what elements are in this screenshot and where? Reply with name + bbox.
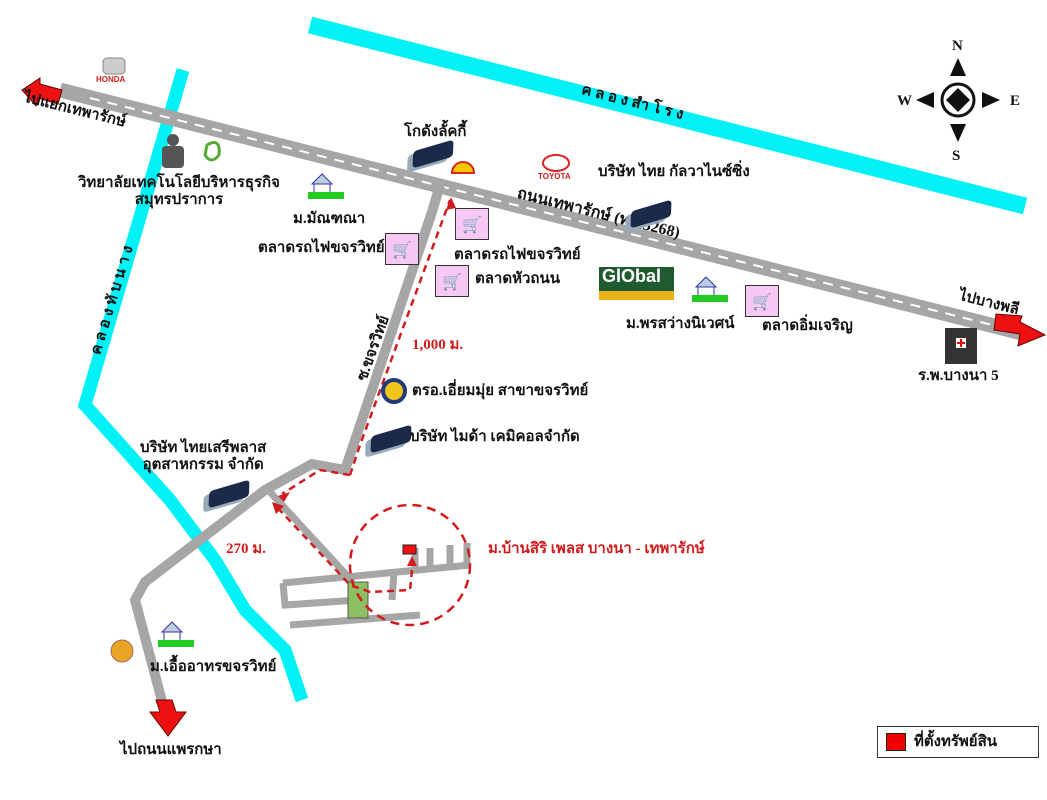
toyota-logo-icon: [542, 154, 570, 172]
market3-label: ตลาดหัวถนน: [475, 271, 560, 287]
imcharoen-label: ตลาดอิ่มเจริญ: [762, 318, 853, 334]
maida-label: บริษัท ไมด้า เคมิคอลจำกัด: [410, 429, 580, 445]
market-icon: 🛒: [385, 233, 419, 265]
honda-label: HONDA: [96, 75, 126, 84]
village-icon: [692, 273, 728, 303]
radius-circle: [348, 503, 472, 627]
global-logo-icon: [599, 267, 674, 300]
temple-icon: [110, 639, 134, 663]
market1-label: ตลาดรถไฟขจรวิทย์: [258, 240, 385, 256]
euaarthorn-label: ม.เอื้ออาทรขจรวิทย์: [150, 659, 277, 675]
legend-label: ที่ตั้งทรัพย์สิน: [914, 733, 997, 750]
village-icon: [308, 170, 344, 200]
spur-road: [267, 489, 356, 585]
police-label: ตรอ.เอี่ยมมุ่ย สาขาขจรวิทย์: [412, 383, 589, 399]
canal-samrong: [307, 16, 1028, 215]
honda-logo-icon: [102, 57, 126, 75]
market2-label: ตลาดรถไฟขจรวิทย์: [454, 247, 581, 263]
manthana-label: ม.มัณฑณา: [293, 211, 366, 227]
pornsawang-label: ม.พรสว่างนิเวศน์: [626, 316, 735, 332]
market-icon: 🛒: [745, 285, 779, 317]
graduate-icon: [162, 134, 184, 168]
galvanizing-label: บริษัท ไทย กัลวาไนซ์ซิ่ง: [598, 164, 750, 180]
property-swatch-icon: [886, 733, 906, 751]
toyota-label: TOYOTA: [538, 172, 571, 181]
arrow-east: [993, 313, 1047, 347]
project-label: ม.บ้านสิริ เพลส บางนา - เทพารักษ์: [488, 541, 705, 557]
college-label: วิทยาลัยเทคโนโลยีบริหารธุรกิจ สมุทรปรากา…: [78, 175, 280, 208]
arrow-west: [21, 77, 63, 108]
distance-270: 270 ม.: [226, 541, 266, 557]
bp-logo-icon: [203, 141, 221, 162]
distance-1000: 1,000 ม.: [412, 337, 464, 353]
police-badge-icon: [381, 378, 407, 404]
market-icon: 🛒: [435, 265, 469, 297]
compass-w: W: [897, 93, 912, 109]
compass-e: E: [1010, 93, 1021, 109]
arrow-south: [149, 699, 187, 737]
compass-s: S: [952, 148, 961, 164]
route-line: [274, 199, 452, 594]
godown-label: โกดังลั้คกี้: [404, 124, 467, 140]
hospital-icon: [945, 328, 977, 364]
market-icon: 🛒: [455, 208, 489, 240]
compass-n: N: [952, 38, 963, 54]
canal-thapnang: [77, 68, 309, 703]
hospital-label: ร.พ.บางนา 5: [918, 368, 999, 384]
compass-icon: [916, 58, 1000, 142]
map-legend: ที่ตั้งทรัพย์สิน: [877, 726, 1039, 758]
shell-logo-icon: [450, 161, 476, 174]
village-icon: [158, 618, 194, 648]
property-marker: [402, 544, 417, 555]
global-label: GlObal: [602, 266, 662, 286]
subdivision-roads: [279, 543, 471, 629]
thaiserplas-label: บริษัท ไทยเสรีพลาส อุตสาหกรรม จำกัด: [140, 440, 267, 473]
route-arrowheads: [272, 197, 456, 566]
direction-south: ไปถนนแพรกษา: [120, 742, 222, 758]
main-road-dash: [89, 97, 1021, 333]
land-lot: [347, 581, 369, 619]
